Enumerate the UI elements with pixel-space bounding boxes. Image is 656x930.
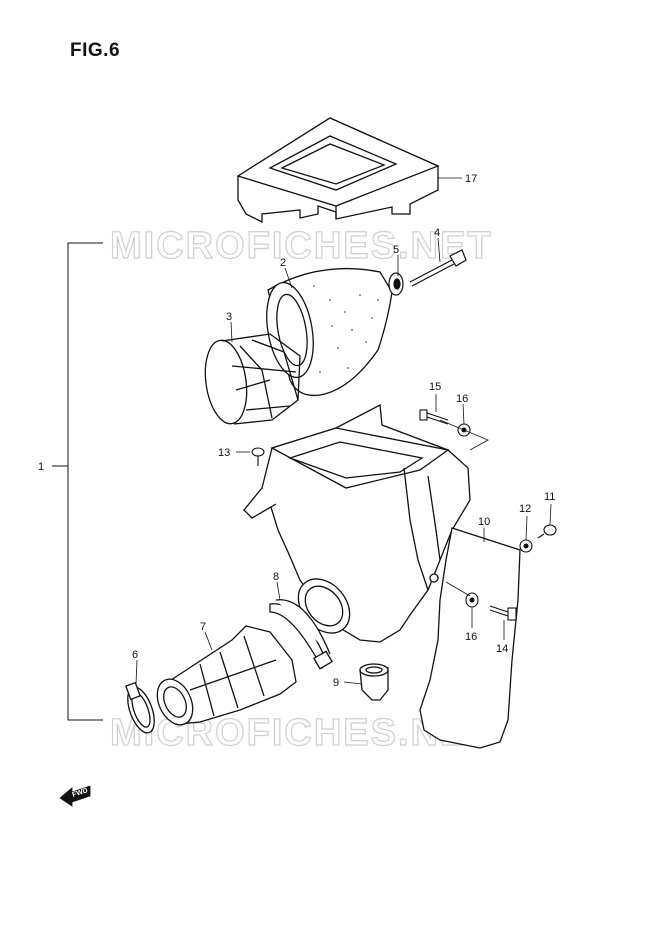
callout-2: 2 — [280, 257, 286, 269]
leader-bracket-15-16 — [439, 419, 489, 451]
callout-17: 17 — [465, 173, 477, 185]
part-15-bolt[interactable] — [419, 409, 449, 425]
part-4-bolt[interactable] — [409, 249, 467, 287]
callout-4: 4 — [434, 227, 440, 239]
assembly-bracket — [52, 242, 103, 721]
callout-7: 7 — [200, 621, 206, 633]
callout-14: 14 — [496, 643, 508, 655]
leader-lines — [135, 177, 552, 685]
callout-10: 10 — [478, 516, 490, 528]
callout-5: 5 — [393, 244, 399, 256]
part-7-intake-duct[interactable] — [150, 625, 297, 731]
part-9-drain-plug[interactable] — [359, 663, 389, 701]
callout-16-lower: 16 — [465, 631, 477, 643]
callout-11: 11 — [544, 491, 555, 503]
callout-9: 9 — [333, 677, 339, 689]
part-12-nut[interactable] — [519, 539, 533, 553]
forward-direction-marker: FWD — [59, 785, 91, 807]
part-2-filter-element[interactable] — [260, 267, 393, 397]
callout-13: 13 — [218, 447, 230, 459]
part-3-filter-cage[interactable] — [200, 333, 301, 426]
callout-1: 1 — [38, 461, 44, 473]
part-5-washer[interactable] — [388, 272, 404, 296]
callout-12: 12 — [519, 503, 531, 515]
watermark-top: MICROFICHES.NET — [110, 225, 493, 267]
callout-8: 8 — [273, 571, 279, 583]
leader-case-16 — [445, 581, 471, 597]
part-11-screw[interactable] — [537, 524, 557, 539]
part-1-air-cleaner-case[interactable] — [243, 403, 471, 643]
part-8-clamp[interactable] — [269, 599, 333, 670]
callout-16-upper: 16 — [456, 393, 468, 405]
part-17-cover[interactable] — [236, 117, 440, 224]
callout-3: 3 — [226, 311, 232, 323]
part-14-bolt[interactable] — [489, 605, 517, 621]
callout-6: 6 — [132, 649, 138, 661]
part-6-hose-clamp[interactable] — [122, 681, 159, 737]
figure-title: FIG.6 — [70, 40, 121, 61]
part-13-screw[interactable] — [251, 447, 265, 466]
forward-label: FWD — [71, 787, 88, 799]
callout-15: 15 — [429, 381, 441, 393]
